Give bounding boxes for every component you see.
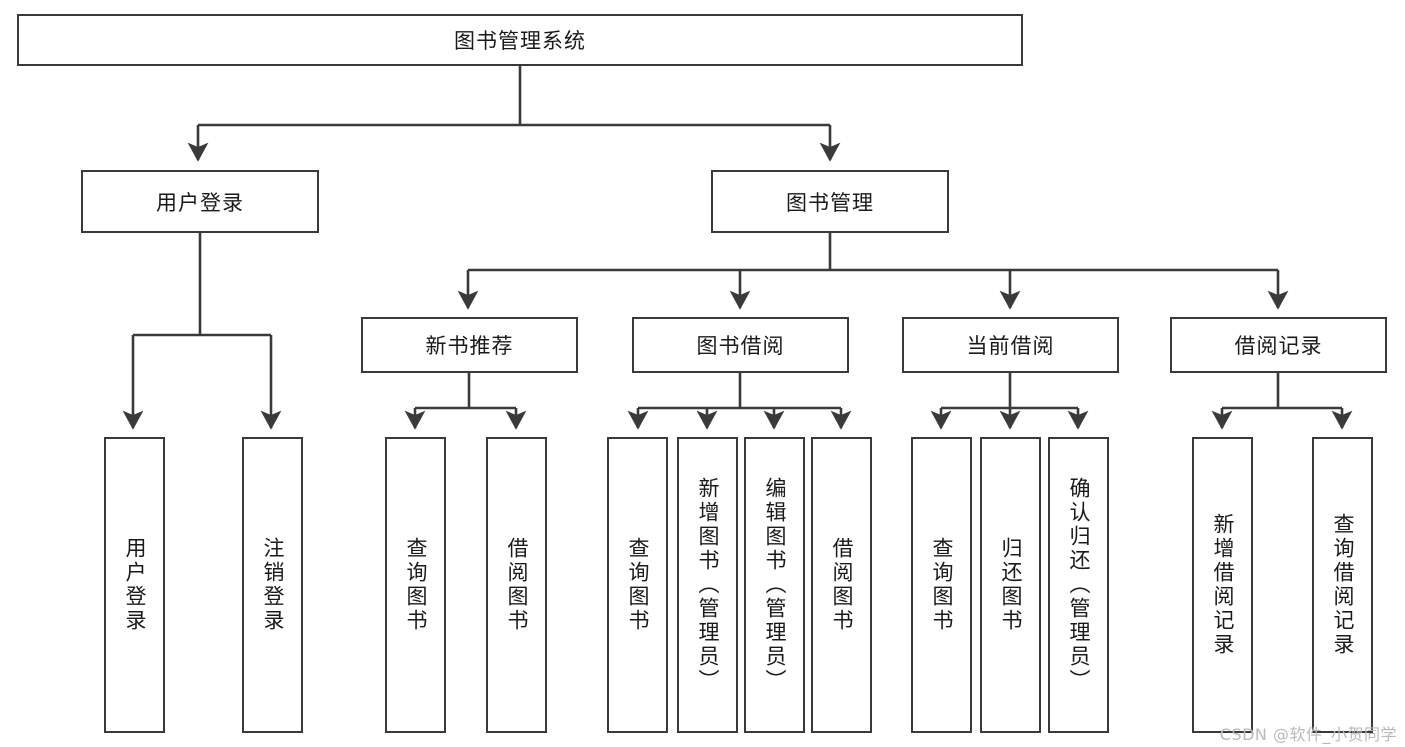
node-label: 编辑图书（管理员） <box>763 477 787 693</box>
node-label: 查询图书 <box>930 537 954 633</box>
leaf-user-login-signout[interactable]: 注销登录 <box>242 437 303 733</box>
leaf-current-return-book[interactable]: 归还图书 <box>980 437 1041 733</box>
node-label: 图书借阅 <box>696 334 785 358</box>
leaf-user-login-signin[interactable]: 用户登录 <box>104 437 165 733</box>
node-label: 借阅图书 <box>830 537 854 633</box>
node-current-borrow[interactable]: 当前借阅 <box>902 317 1119 373</box>
leaf-record-query-record[interactable]: 查询借阅记录 <box>1312 437 1373 733</box>
node-label: 借阅记录 <box>1234 334 1323 358</box>
node-label: 用户登录 <box>123 537 147 633</box>
node-label: 注销登录 <box>261 537 285 633</box>
leaf-recommend-borrow-book[interactable]: 借阅图书 <box>486 437 547 733</box>
node-label: 当前借阅 <box>966 334 1055 358</box>
watermark: CSDN @软件_小贺同学 <box>1219 725 1397 744</box>
node-label: 查询图书 <box>626 537 650 633</box>
leaf-borrow-query-book[interactable]: 查询图书 <box>607 437 668 733</box>
node-new-book-recommend[interactable]: 新书推荐 <box>361 317 578 373</box>
node-root-system[interactable]: 图书管理系统 <box>17 14 1023 66</box>
node-user-login[interactable]: 用户登录 <box>81 170 319 233</box>
node-book-borrow[interactable]: 图书借阅 <box>632 317 849 373</box>
node-label: 用户登录 <box>156 190 244 215</box>
node-label: 图书管理系统 <box>454 29 586 53</box>
leaf-record-add-record[interactable]: 新增借阅记录 <box>1192 437 1253 733</box>
node-label: 图书管理 <box>786 190 874 215</box>
leaf-borrow-add-book-admin[interactable]: 新增图书（管理员） <box>677 437 738 733</box>
node-label: 查询借阅记录 <box>1331 513 1355 657</box>
leaf-current-query-book[interactable]: 查询图书 <box>911 437 972 733</box>
leaf-borrow-edit-book-admin[interactable]: 编辑图书（管理员） <box>744 437 805 733</box>
node-label: 新增图书（管理员） <box>696 477 720 693</box>
leaf-current-confirm-return-admin[interactable]: 确认归还（管理员） <box>1048 437 1109 733</box>
leaf-recommend-query-book[interactable]: 查询图书 <box>385 437 446 733</box>
node-label: 确认归还（管理员） <box>1067 477 1091 693</box>
node-label: 新增借阅记录 <box>1211 513 1235 657</box>
node-borrow-record[interactable]: 借阅记录 <box>1170 317 1387 373</box>
node-label: 借阅图书 <box>505 537 529 633</box>
node-label: 查询图书 <box>404 537 428 633</box>
leaf-borrow-borrow-book[interactable]: 借阅图书 <box>811 437 872 733</box>
node-label: 归还图书 <box>999 537 1023 633</box>
node-book-management[interactable]: 图书管理 <box>711 170 949 233</box>
node-label: 新书推荐 <box>425 334 514 358</box>
